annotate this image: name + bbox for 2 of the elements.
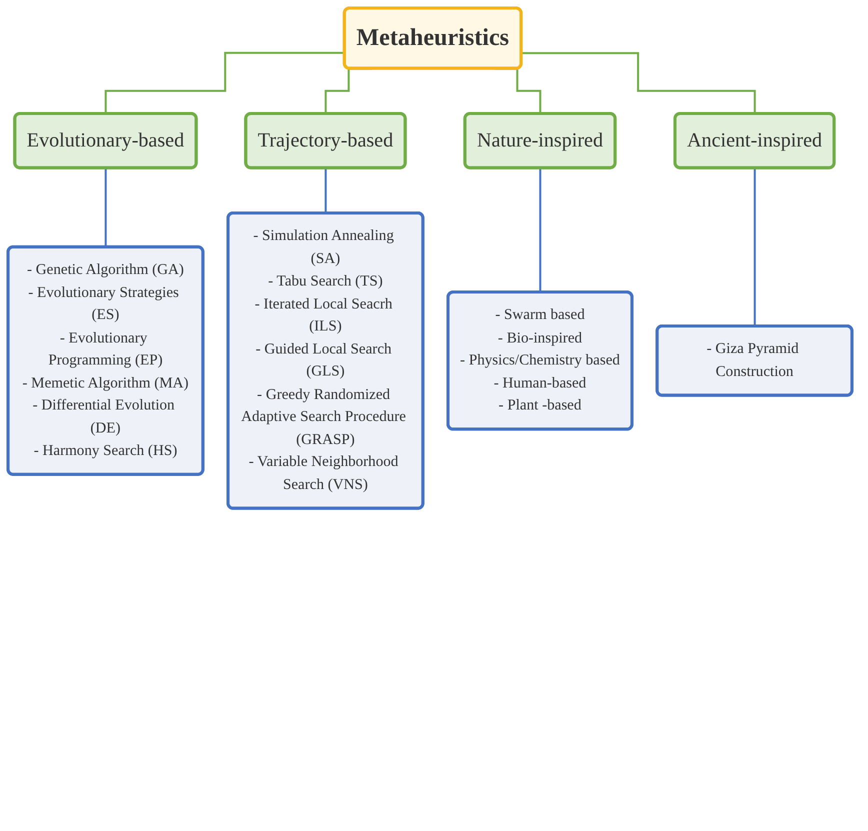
connector — [324, 167, 327, 214]
connector — [104, 167, 107, 248]
